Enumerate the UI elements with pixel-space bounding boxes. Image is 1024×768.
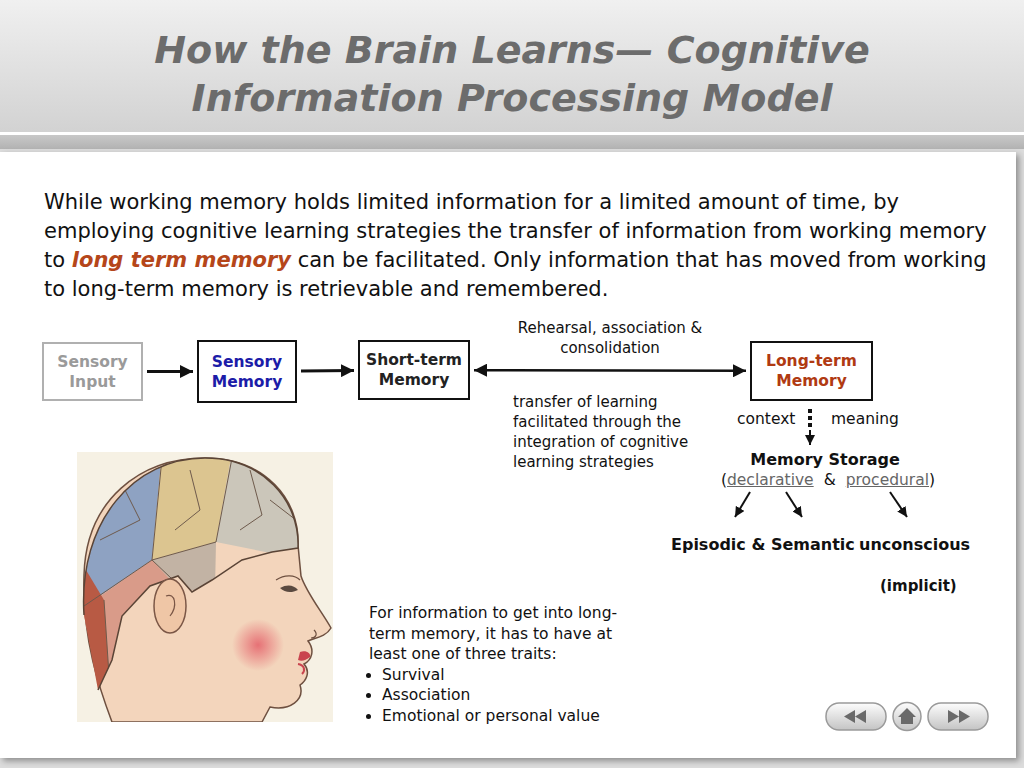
cheek xyxy=(232,619,284,671)
home-button xyxy=(893,703,921,731)
branch-arrow xyxy=(890,492,907,517)
region-line xyxy=(100,470,296,540)
ear-detail xyxy=(166,595,175,616)
flow-arrow xyxy=(301,369,354,372)
box-text: Sensory Memory xyxy=(199,352,295,392)
memory-box: Sensory Memory xyxy=(197,340,297,403)
home-icon xyxy=(898,708,916,724)
traits-note: For information to get into long-term me… xyxy=(369,603,641,726)
flow-arrow xyxy=(474,369,746,372)
phrenology-illustration xyxy=(77,452,333,722)
box-text: Sensory Input xyxy=(44,352,141,392)
nostril xyxy=(311,630,316,638)
back-button xyxy=(826,703,886,730)
eye xyxy=(280,586,298,593)
ear xyxy=(154,579,186,633)
input-box: Sensory Input xyxy=(42,342,143,401)
memory-kind: (implicit) xyxy=(880,576,957,596)
storage-types: (declarative&procedural) xyxy=(690,470,966,490)
storage-heading: Memory Storage xyxy=(725,450,925,470)
box-text: Short-term Memory xyxy=(360,350,468,390)
brain-outline xyxy=(84,458,299,690)
flow-arrow xyxy=(147,370,193,373)
back-icon xyxy=(844,710,866,723)
memory-kind: unconscious xyxy=(859,535,970,555)
region xyxy=(152,452,232,560)
region xyxy=(80,560,190,700)
paren: ) xyxy=(929,471,935,489)
nav-buttons xyxy=(824,700,990,734)
brow xyxy=(276,576,300,580)
box-text: Long-term Memory xyxy=(752,351,871,391)
region xyxy=(216,452,305,560)
trait-item: Survival xyxy=(382,665,641,686)
paren: ( xyxy=(721,471,727,489)
side-label: context xyxy=(737,409,795,429)
next-button xyxy=(928,703,988,730)
ampersand: & xyxy=(824,471,836,489)
next-icon xyxy=(948,710,970,723)
edge-label: Rehearsal, association & consolidation xyxy=(505,318,715,358)
dotted-line xyxy=(808,409,812,427)
illustration-bg xyxy=(77,452,333,722)
memory-box: Short-term Memory xyxy=(358,340,470,400)
lips xyxy=(298,651,310,660)
memory-type: declarative xyxy=(727,471,814,489)
down-arrow xyxy=(809,430,811,445)
branch-arrow xyxy=(735,492,750,517)
trait-item: Association xyxy=(382,685,641,706)
memory-type: procedural xyxy=(846,471,929,489)
branch-arrow xyxy=(786,492,802,517)
brain-regions xyxy=(80,452,305,700)
region-line xyxy=(152,458,232,560)
header-stripe xyxy=(0,135,1024,149)
note-text: For information to get into long-term me… xyxy=(369,603,641,665)
region-lines xyxy=(84,458,296,690)
slide-title: How the Brain Learns— Cognitive Informat… xyxy=(60,26,964,122)
side-label: meaning xyxy=(831,409,899,429)
memory-kind: Episodic & Semantic xyxy=(671,535,855,555)
note-text: transfer of learning facilitated through… xyxy=(513,392,708,472)
lips xyxy=(298,664,304,674)
intro-paragraph: While working memory holds limited infor… xyxy=(44,188,994,304)
memory-box: Long-term Memory xyxy=(750,341,873,401)
highlight-term: long term memory xyxy=(72,248,291,272)
trait-item: Emotional or personal value xyxy=(382,706,641,727)
trait-list: Survival Association Emotional or person… xyxy=(369,665,641,727)
